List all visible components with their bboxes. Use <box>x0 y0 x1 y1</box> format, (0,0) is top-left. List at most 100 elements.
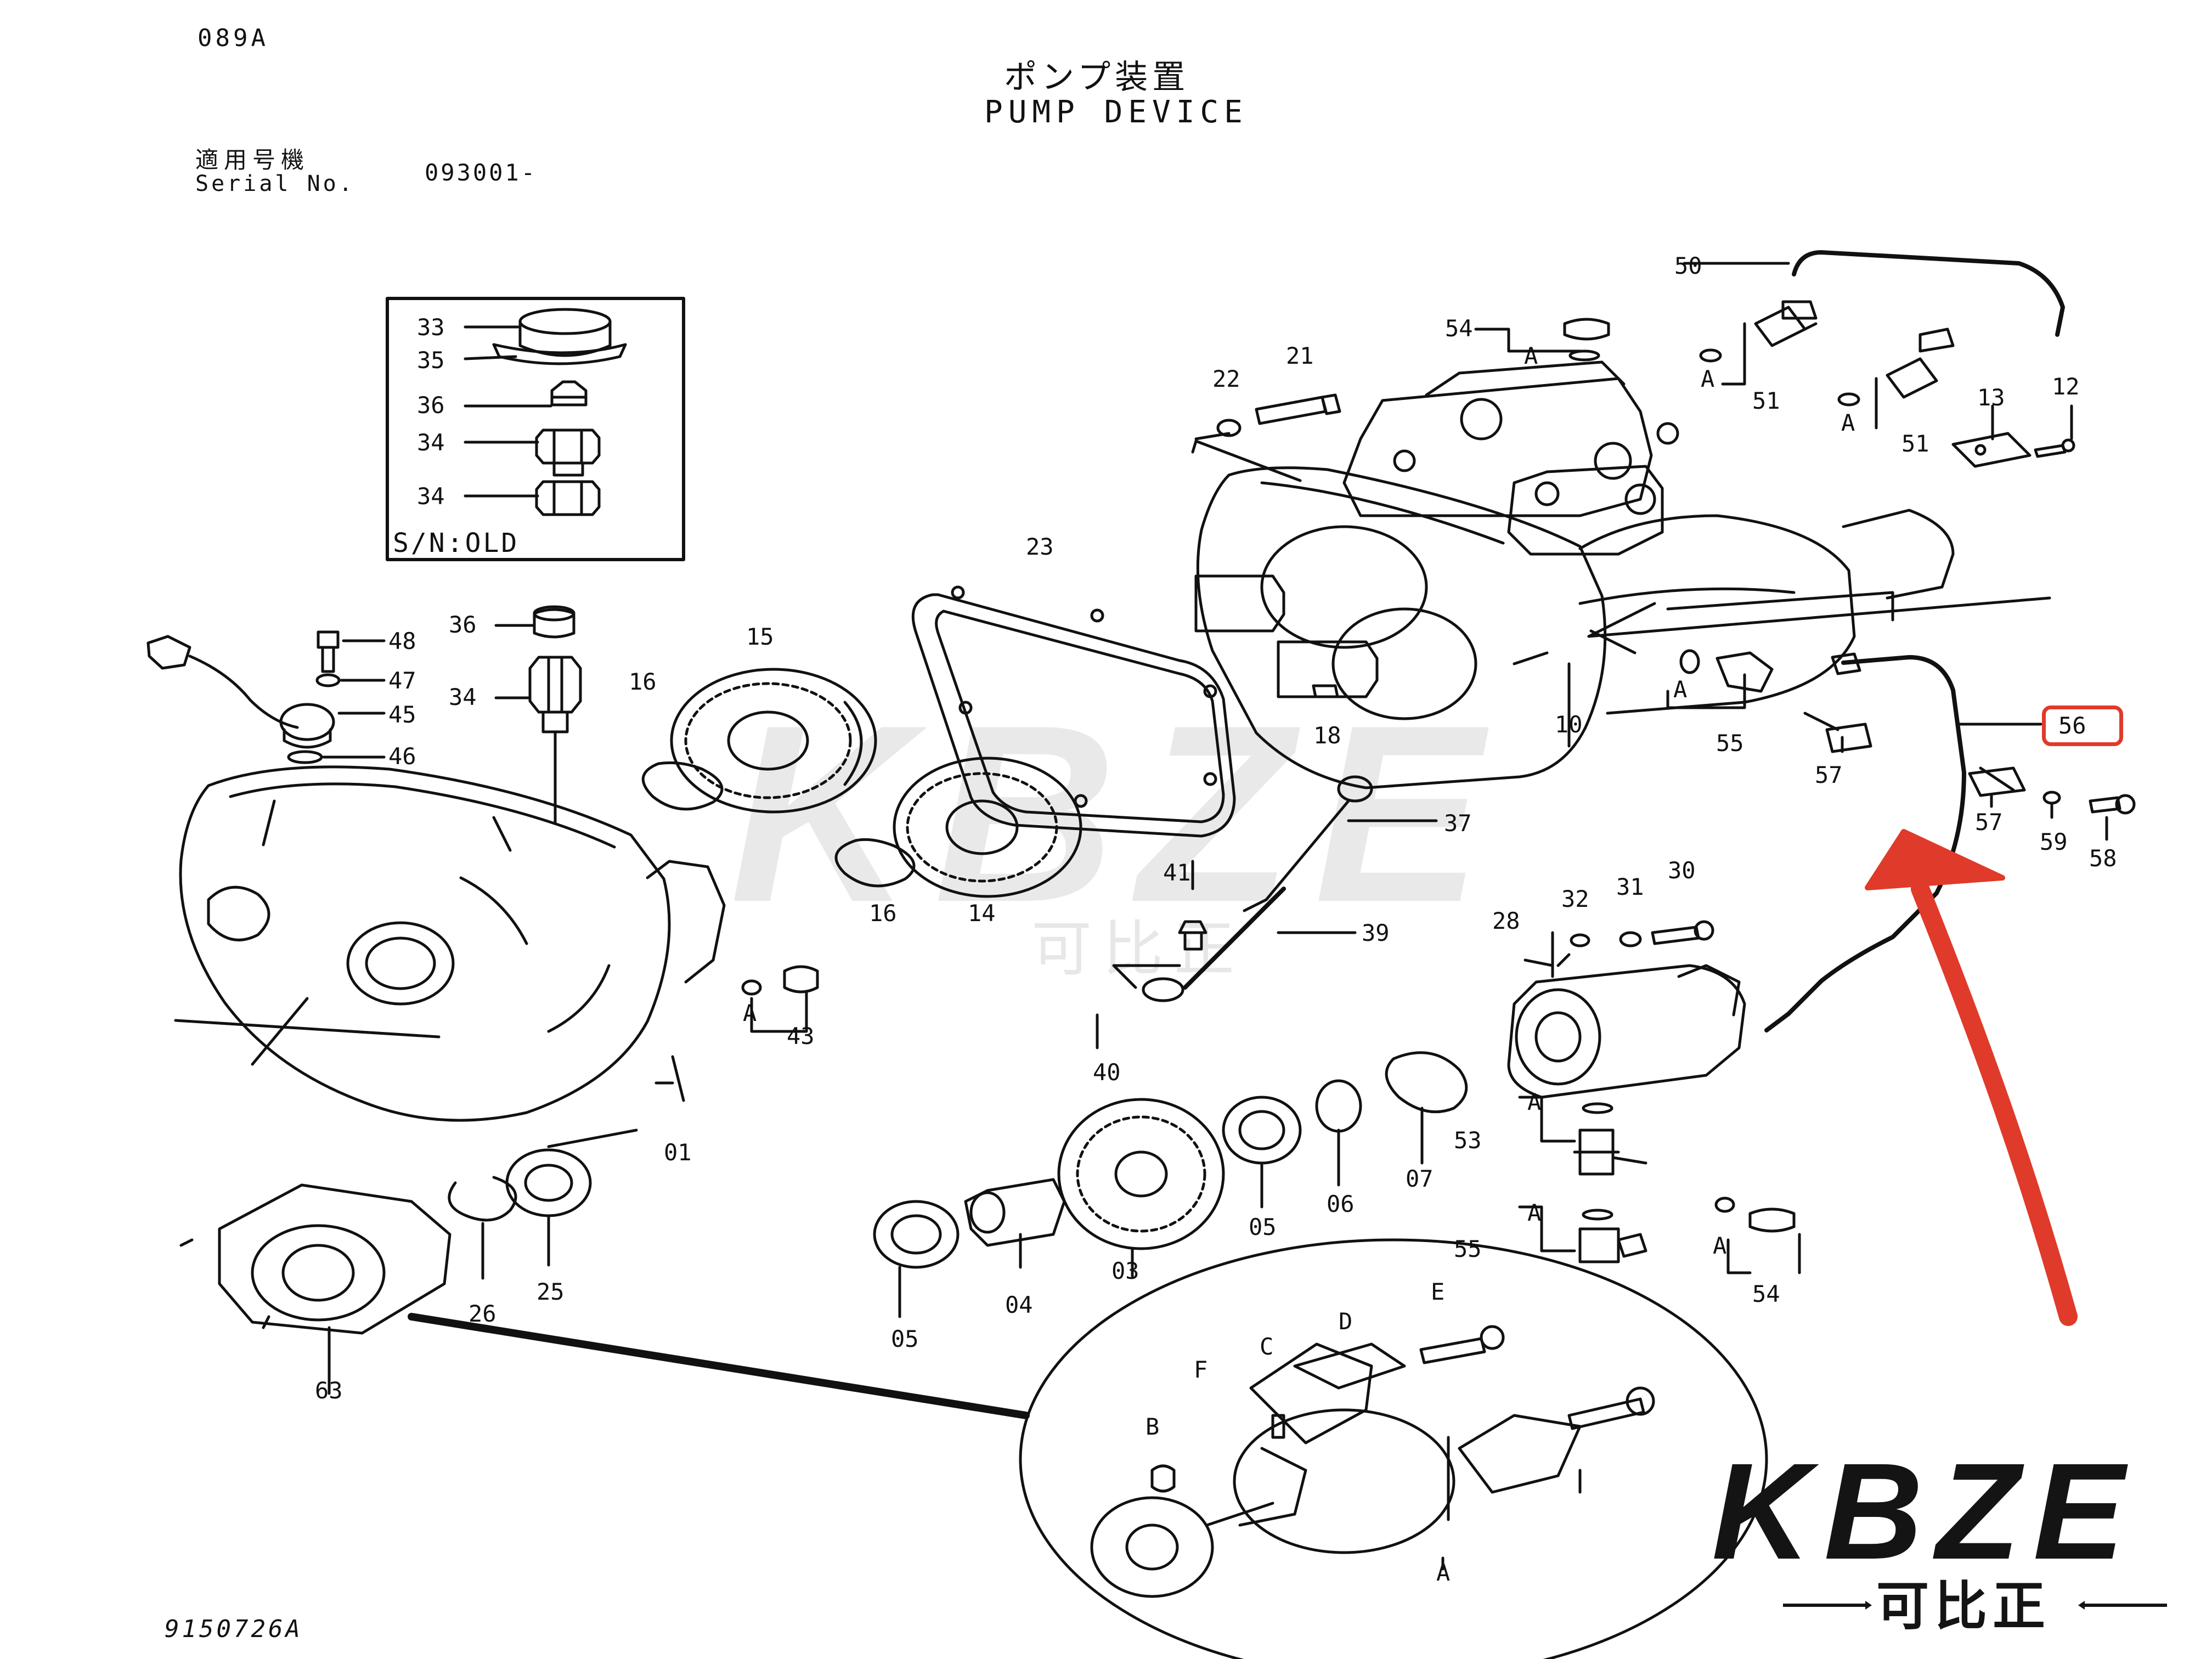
hose-56 <box>1764 655 1966 1032</box>
callout-A-4: A <box>1673 676 1688 703</box>
callout-56: 56 <box>2058 712 2086 739</box>
clamp-57a <box>1825 723 1872 753</box>
callout-26: 26 <box>469 1300 496 1327</box>
serial-number-value: 093001- <box>425 159 538 186</box>
callout-D: D <box>1339 1308 1353 1335</box>
callout-21: 21 <box>1286 342 1314 369</box>
inset-plug-36 <box>550 380 588 407</box>
plug-54-lower <box>1748 1207 1796 1233</box>
callout-18: 18 <box>1313 722 1341 749</box>
o-ring-A-54 <box>1714 1197 1735 1213</box>
callout-13: 13 <box>1977 384 2005 411</box>
bolt-58 <box>2089 794 2136 815</box>
snap-ring-16a <box>641 761 724 811</box>
title-japanese: ポンプ装置 <box>1004 58 1190 97</box>
arrow-head <box>1865 829 2005 890</box>
washer-22 <box>1216 419 1242 437</box>
callout-A-9: A <box>1436 1559 1451 1586</box>
plug-54-top <box>1563 318 1610 341</box>
pipe-50-nut <box>1781 300 1955 353</box>
callout-12: 12 <box>2052 373 2080 400</box>
plug-43 <box>783 965 819 994</box>
fitting-34-new <box>528 656 582 733</box>
callout-04: 04 <box>1005 1291 1033 1318</box>
o-ring-A-53 <box>1582 1102 1613 1114</box>
sensor-with-cable <box>146 635 335 749</box>
callout-10: 10 <box>1555 711 1583 738</box>
inset-sensor-cap <box>492 308 627 365</box>
callout-51-a: 51 <box>1752 387 1780 414</box>
callout-01: 01 <box>664 1139 692 1166</box>
serial-label-japanese: 適用号機 <box>195 146 310 173</box>
inset-fitting-34a <box>535 428 601 477</box>
pump-housing-01 <box>179 765 726 1122</box>
callout-34-new: 34 <box>449 684 477 710</box>
coupling-63 <box>179 1183 452 1335</box>
o-ring-A-51b <box>1837 392 1860 407</box>
callout-A-2: A <box>1701 365 1715 392</box>
fitting-53 <box>1573 1128 1647 1176</box>
o-ring-A-43 <box>741 979 762 996</box>
snap-ring-26 <box>448 1176 517 1222</box>
o-ring-A-55 <box>1582 1209 1613 1221</box>
callout-34-old-a: 34 <box>417 429 445 456</box>
bolt-30 <box>1651 920 1714 945</box>
old-serial-inset-box <box>386 297 685 561</box>
callout-41: 41 <box>1163 859 1191 886</box>
page-code: 089A <box>198 24 269 52</box>
callout-15: 15 <box>746 623 774 650</box>
callout-55-lower: 55 <box>1454 1235 1482 1262</box>
clamp-57b <box>1968 766 2026 797</box>
callout-46: 46 <box>388 743 416 770</box>
highlight-box-56 <box>2042 706 2123 746</box>
callout-54-lower: 54 <box>1752 1280 1780 1307</box>
arrow-shaft <box>1911 879 2078 1326</box>
bolt-12 <box>2034 438 2075 458</box>
callout-43: 43 <box>787 1023 815 1049</box>
callout-57-a: 57 <box>1815 761 1843 788</box>
leader-coupling-detail <box>408 1313 1030 1419</box>
callout-E: E <box>1431 1278 1445 1305</box>
callout-B: B <box>1146 1413 1160 1440</box>
callout-58: 58 <box>2089 845 2117 872</box>
callout-05-a: 05 <box>1249 1214 1277 1240</box>
callout-32: 32 <box>1561 885 1589 912</box>
fitting-55-lower <box>1578 1227 1647 1263</box>
serial-label-english: Serial No. <box>195 171 355 196</box>
brand-logo: KBZE <box>1712 1435 2138 1588</box>
callout-25: 25 <box>537 1278 565 1305</box>
nut-56 <box>1831 652 1861 675</box>
bearing-05b <box>873 1200 960 1269</box>
callout-14: 14 <box>968 900 996 927</box>
callout-36-new: 36 <box>449 611 477 638</box>
o-ring-A-top <box>1568 349 1600 362</box>
callout-A-1: A <box>1524 342 1538 369</box>
main-pump-assembly-10 <box>1194 466 1955 789</box>
callout-36-old: 36 <box>417 392 445 419</box>
fitting-51a <box>1754 306 1818 347</box>
washer-47 <box>315 673 341 687</box>
bolt-21 <box>1255 393 1341 425</box>
callout-A-8: A <box>1713 1232 1727 1259</box>
shaft-04 <box>964 1178 1066 1247</box>
callout-53: 53 <box>1454 1127 1482 1154</box>
callout-47: 47 <box>388 667 416 694</box>
gear-03 <box>1057 1098 1225 1250</box>
callout-A-3: A <box>1841 409 1855 436</box>
callout-51-b: 51 <box>1901 430 1929 457</box>
callout-07: 07 <box>1406 1165 1434 1192</box>
callout-A-6: A <box>1527 1088 1542 1115</box>
gasket-23 <box>911 585 1236 838</box>
coupling-detail-circle <box>1019 1238 1768 1659</box>
plug-36-new <box>533 605 575 639</box>
callout-45: 45 <box>388 701 416 728</box>
callout-A-7: A <box>1527 1199 1542 1226</box>
o-ring-46 <box>287 750 323 764</box>
bolt-41 <box>1178 920 1207 951</box>
callout-33: 33 <box>417 314 445 341</box>
pipe-50 <box>1792 250 2065 337</box>
washer-31 <box>1619 931 1642 947</box>
